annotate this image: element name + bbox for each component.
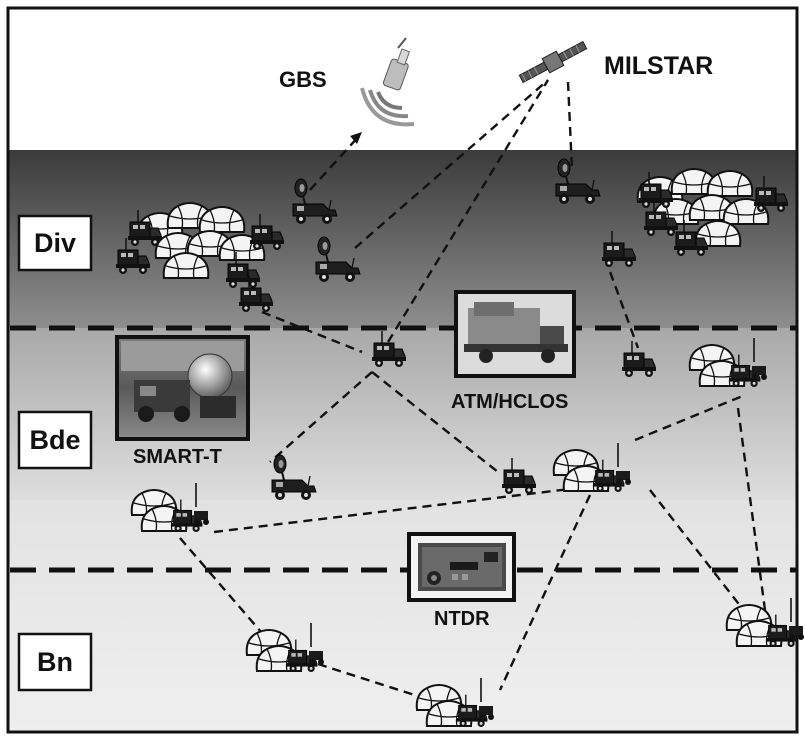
outer-frame	[6, 6, 799, 734]
ntdr-label: NTDR	[434, 608, 490, 630]
milstar-label: MILSTAR	[604, 52, 713, 80]
gbs-satellite	[360, 37, 415, 127]
echelon-bn-text: Bn	[37, 647, 73, 677]
echelon-label-bn: Bn	[17, 632, 93, 692]
atm-hclos-photo	[454, 290, 576, 378]
ntdr-radio-photo	[407, 532, 516, 602]
gbs-arrowhead	[350, 132, 362, 144]
smart-t-photo	[115, 335, 250, 441]
echelon-label-bde: Bde	[17, 410, 93, 470]
milstar-satellite	[518, 40, 588, 84]
echelon-label-div: Div	[17, 214, 93, 272]
atm-hclos-label: ATM/HCLOS	[451, 391, 568, 413]
smart-t-label: SMART-T	[133, 446, 222, 468]
echelon-bde-text: Bde	[29, 425, 80, 455]
echelon-div-text: Div	[34, 228, 76, 258]
communication-links	[179, 79, 767, 702]
gbs-label: GBS	[279, 67, 327, 92]
bn-band	[8, 500, 797, 732]
